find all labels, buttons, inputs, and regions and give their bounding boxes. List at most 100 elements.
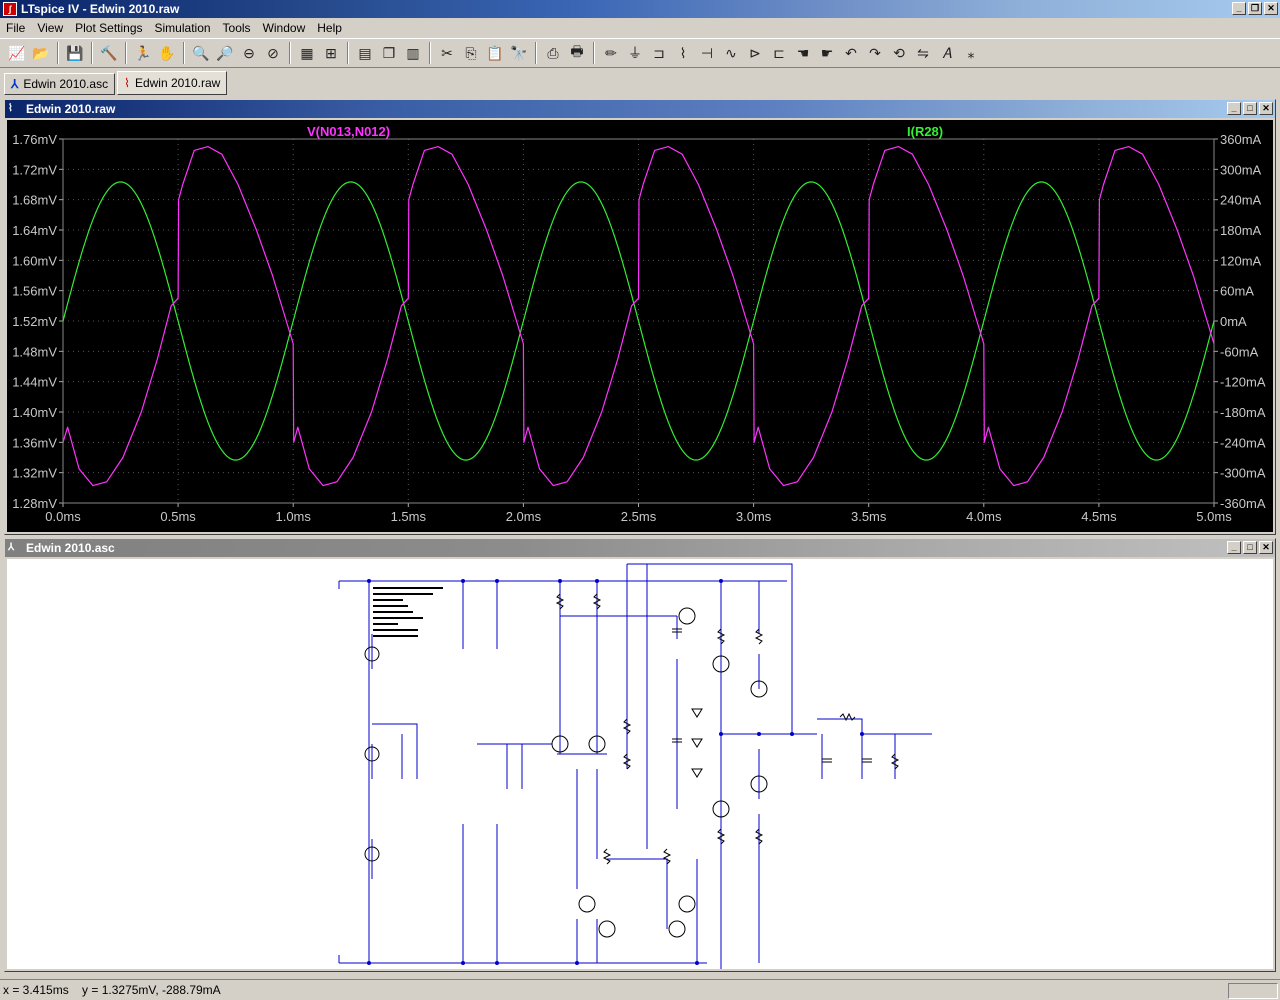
schematic-canvas[interactable] — [7, 559, 1273, 979]
status-bar: x = 3.415ms y = 1.3275mV, -288.79mA — [0, 979, 1280, 1000]
copy-icon[interactable]: ⎘ — [465, 44, 477, 61]
x-tick-label: 3.5ms — [851, 509, 887, 524]
y-tick-label-left: 1.32mV — [12, 466, 57, 481]
schematic-window: ⅄ Edwin 2010.asc _ □ ✕ — [4, 538, 1276, 979]
y-tick-label-left: 1.56mV — [12, 284, 57, 299]
cascade-icon[interactable]: ❐ — [382, 44, 396, 61]
cut-icon[interactable]: ✂ — [441, 44, 453, 61]
menu-tools[interactable]: Tools — [222, 21, 251, 35]
grid-icon[interactable]: ⊞ — [325, 44, 337, 61]
y-tick-label-right: -240mA — [1220, 435, 1266, 450]
print-setup-icon[interactable]: ⎙ — [547, 44, 559, 61]
schematic-components — [364, 593, 900, 938]
control-panel-icon[interactable]: 🔨 — [100, 44, 118, 61]
ground-icon[interactable]: ⏚ — [628, 45, 642, 61]
y-tick-label-right: -360mA — [1220, 496, 1266, 511]
menu-plot-settings[interactable]: Plot Settings — [75, 21, 143, 35]
y-tick-label-right: 60mA — [1220, 284, 1254, 299]
series-line-voltage — [62, 146, 1215, 487]
tile-vertical-icon[interactable]: ▥ — [406, 44, 420, 61]
y-tick-label-left: 1.28mV — [12, 496, 57, 511]
zoom-out-icon[interactable]: ⊖ — [243, 44, 255, 61]
find-icon[interactable]: 🔭 — [510, 44, 528, 61]
tab-label: Edwin 2010.asc — [23, 77, 109, 91]
waveform-icon: ⌇ — [8, 103, 13, 114]
autorange-icon[interactable]: ▦ — [300, 44, 314, 61]
zoom-cancel-icon[interactable]: ⊘ — [267, 44, 279, 61]
menu-bar: File View Plot Settings Simulation Tools… — [0, 18, 1280, 38]
waveform-chart[interactable]: 1.76mV1.72mV1.68mV1.64mV1.60mV1.56mV1.52… — [7, 120, 1273, 532]
schematic-annotation-text — [373, 587, 443, 637]
paste-icon[interactable]: 📋 — [486, 44, 504, 61]
label-net-icon[interactable]: ⊐ — [653, 44, 665, 61]
drag-hand-icon[interactable]: ☛ — [820, 44, 834, 61]
restore-button[interactable]: ❐ — [1248, 2, 1262, 15]
save-icon[interactable]: 💾 — [66, 44, 84, 61]
y-tick-label-right: 0mA — [1220, 314, 1247, 329]
toolbar: 📈 📂 💾 🔨 🏃 ✋ 🔍 🔎 ⊖ ⊘ ▦ ⊞ ▤ ❐ ▥ ✂ ⎘ 📋 🔭 ⎙ … — [0, 38, 1280, 68]
menu-window[interactable]: Window — [262, 21, 306, 35]
open-file-icon[interactable]: 📂 — [32, 44, 50, 61]
capacitor-icon[interactable]: ⊣ — [700, 44, 714, 61]
legend-series-current[interactable]: I(R28) — [907, 124, 943, 139]
tab-edwin-asc[interactable]: ⅄ Edwin 2010.asc — [4, 73, 116, 95]
schematic-minimize-button[interactable]: _ — [1227, 541, 1241, 554]
undo-icon[interactable]: ↶ — [845, 44, 857, 61]
tile-horizontal-icon[interactable]: ▤ — [358, 44, 372, 61]
rotate-icon[interactable]: ⟲ — [893, 44, 905, 61]
y-tick-label-left: 1.52mV — [12, 314, 57, 329]
x-tick-label: 1.0ms — [275, 509, 311, 524]
pan-icon[interactable]: 🔎 — [216, 44, 234, 61]
app-title-bar: ∫ LTspice IV - Edwin 2010.raw _ ❐ ✕ — [0, 0, 1280, 18]
resistor-icon[interactable]: ⌇ — [679, 44, 687, 61]
schematic-wires — [338, 563, 932, 979]
menu-view[interactable]: View — [37, 21, 64, 35]
close-button[interactable]: ✕ — [1264, 2, 1278, 15]
y-tick-label-right: 300mA — [1220, 162, 1262, 177]
print-icon[interactable]: 🖶 — [570, 43, 584, 59]
plot-close-button[interactable]: ✕ — [1259, 102, 1273, 115]
y-tick-label-right: 360mA — [1220, 132, 1262, 147]
component-icon[interactable]: ⊏ — [773, 44, 785, 61]
y-tick-label-right: 120mA — [1220, 253, 1262, 268]
new-schematic-icon[interactable]: 📈 — [8, 44, 26, 61]
schematic-window-title-bar: ⅄ Edwin 2010.asc _ □ ✕ — [5, 539, 1275, 557]
menu-simulation[interactable]: Simulation — [154, 21, 211, 35]
zoom-in-icon[interactable]: 🔍 — [192, 44, 210, 61]
spice-directive-icon[interactable]: ⁎ — [967, 44, 975, 61]
menu-file[interactable]: File — [6, 21, 26, 35]
legend-series-voltage[interactable]: V(N013,N012) — [307, 124, 390, 139]
y-tick-label-right: 180mA — [1220, 223, 1262, 238]
run-icon[interactable]: 🏃 — [134, 44, 152, 61]
app-title: LTspice IV - Edwin 2010.raw — [21, 2, 180, 16]
y-tick-label-left: 1.60mV — [12, 253, 57, 268]
plot-maximize-button[interactable]: □ — [1243, 102, 1257, 115]
diode-icon[interactable]: ⊳ — [749, 44, 761, 61]
y-tick-label-right: -120mA — [1220, 375, 1266, 390]
text-icon[interactable]: 𝐴 — [942, 44, 952, 61]
inductor-icon[interactable]: ∿ — [725, 44, 737, 61]
plot-window-title-bar: ⌇ Edwin 2010.raw _ □ ✕ — [5, 100, 1275, 118]
schematic-maximize-button[interactable]: □ — [1243, 541, 1257, 554]
schematic-close-button[interactable]: ✕ — [1259, 541, 1273, 554]
schematic-drawing[interactable] — [7, 559, 1273, 979]
wire-icon[interactable]: ✏ — [605, 44, 617, 61]
minimize-button[interactable]: _ — [1232, 2, 1246, 15]
y-tick-label-left: 1.36mV — [12, 435, 57, 450]
x-tick-label: 5.0ms — [1196, 509, 1232, 524]
move-hand-icon[interactable]: ☚ — [796, 44, 810, 61]
halt-icon[interactable]: ✋ — [158, 44, 176, 61]
y-tick-label-right: 240mA — [1220, 193, 1262, 208]
waveform-icon: ⌇ — [124, 76, 130, 90]
schematic-junctions — [367, 579, 864, 965]
plot-minimize-button[interactable]: _ — [1227, 102, 1241, 115]
tab-edwin-raw[interactable]: ⌇ Edwin 2010.raw — [117, 71, 228, 95]
y-tick-label-left: 1.40mV — [12, 405, 57, 420]
menu-help[interactable]: Help — [317, 21, 342, 35]
redo-icon[interactable]: ↷ — [869, 44, 881, 61]
y-tick-label-right: -300mA — [1220, 466, 1266, 481]
y-tick-label-left: 1.72mV — [12, 162, 57, 177]
mirror-icon[interactable]: ⇋ — [917, 44, 929, 61]
y-tick-label-left: 1.44mV — [12, 375, 57, 390]
